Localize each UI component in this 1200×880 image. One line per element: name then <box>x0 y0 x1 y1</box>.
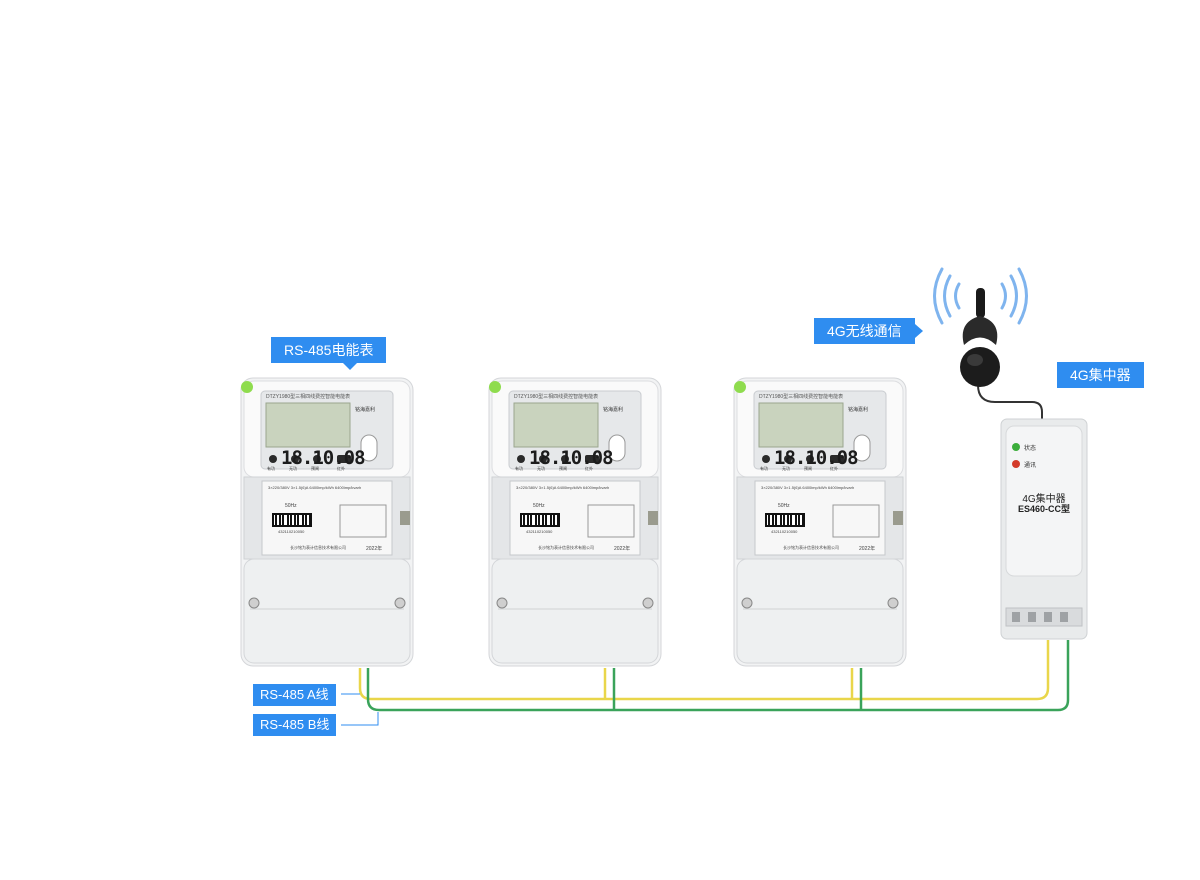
meter-reading: 18.10.08 <box>281 447 366 469</box>
meter-body <box>733 377 907 667</box>
rs485-b-line <box>366 640 1070 712</box>
meter-brand: 铭海嘉利 <box>603 407 624 413</box>
concentrator-title: 4G集中器 <box>1022 494 1066 505</box>
meter-button-label: 无功 <box>289 466 297 471</box>
meter-button-label: 预闸 <box>559 466 567 471</box>
antenna-cable <box>977 384 1043 420</box>
label-rs485-a: RS-485 A线 <box>253 684 336 706</box>
meter-serial: 432110210050 <box>771 529 798 534</box>
meter-frequency: 50Hz <box>778 503 790 509</box>
label-rs485-b: RS-485 B线 <box>253 714 337 736</box>
label-pointer <box>343 363 357 370</box>
energy-meter-2: 18.10.08 DTZY1980型三相四线费控智能电能表 铭海嘉利 3×220… <box>488 377 662 667</box>
label-4g-concentrator-text: 4G集中器 <box>1070 367 1131 383</box>
meter-model-title: DTZY1980型三相四线费控智能电能表 <box>266 394 351 400</box>
meter-button-label: 无功 <box>537 466 545 471</box>
meter-button-label: 无功 <box>782 466 790 471</box>
meter-manufacturer: 长沙铭为表计信息技术有限公司 <box>538 545 594 550</box>
meter-year: 2022年 <box>366 546 383 552</box>
label-pointer <box>914 324 923 338</box>
concentrator-comm-label: 通讯 <box>1024 463 1037 469</box>
meter-frequency: 50Hz <box>285 503 297 509</box>
meter-button-label: 预闸 <box>311 466 319 471</box>
label-rs485-a-text: RS-485 A线 <box>260 687 329 702</box>
label-4g-wireless-text: 4G无线通信 <box>827 323 902 339</box>
meter-button-label: 预闸 <box>804 466 812 471</box>
meter-body <box>488 377 662 667</box>
label-rs485-b-text: RS-485 B线 <box>260 717 330 732</box>
meter-year: 2022年 <box>859 546 876 552</box>
concentrator-model: ES460-CC型 <box>1017 504 1071 514</box>
energy-meter-3: 18.10.08 DTZY1980型三相四线费控智能电能表 铭海嘉利 3×220… <box>733 377 907 667</box>
leader-line-b <box>341 712 379 726</box>
meter-button-label: 红外 <box>337 466 345 471</box>
label-rs485-meter-text: RS-485电能表 <box>284 342 374 358</box>
meter-year: 2022年 <box>614 546 631 552</box>
meter-rating: 3×220/380V 3×1.5(6)A 6400imp/kWh 6400imp… <box>268 485 362 490</box>
meter-lcd-display: 18.10.08 <box>754 409 859 469</box>
meter-model-title: DTZY1980型三相四线费控智能电能表 <box>514 394 599 400</box>
meter-rating: 3×220/380V 3×1.5(6)A 6400imp/kWh 6400imp… <box>761 485 855 490</box>
meter-manufacturer: 长沙铭为表计信息技术有限公司 <box>290 545 346 550</box>
meter-reading: 18.10.08 <box>774 447 859 469</box>
meter-rating: 3×220/380V 3×1.5(6)A 6400imp/kWh 6400imp… <box>516 485 610 490</box>
meter-body <box>240 377 414 667</box>
meter-button-label: 红外 <box>830 466 838 471</box>
concentrator-status-label: 状态 <box>1024 446 1037 452</box>
meter-brand: 铭海嘉利 <box>355 407 376 413</box>
meter-serial: 432110210050 <box>278 529 305 534</box>
meter-brand: 铭海嘉利 <box>848 407 869 413</box>
meter-model-title: DTZY1980型三相四线费控智能电能表 <box>759 394 844 400</box>
antenna-icon <box>933 267 1028 387</box>
label-4g-concentrator: 4G集中器 <box>1057 362 1144 388</box>
energy-meter-1: 18.10.08 DTZY1980型三相四线费控智能电能表 铭海嘉利 3×220… <box>240 377 414 667</box>
label-rs485-meter: RS-485电能表 <box>271 337 387 370</box>
meter-manufacturer: 长沙铭为表计信息技术有限公司 <box>783 545 839 550</box>
label-4g-wireless: 4G无线通信 <box>814 318 923 344</box>
meter-button-label: 有功 <box>267 466 275 471</box>
meter-frequency: 50Hz <box>533 503 545 509</box>
rs485-a-line <box>358 640 1050 701</box>
meter-button-label: 有功 <box>515 466 523 471</box>
meter-lcd-display: 18.10.08 <box>261 409 366 469</box>
concentrator-device: 状态 通讯 4G集中器 ES460-CC型 <box>1000 418 1088 640</box>
meter-serial: 432110210050 <box>526 529 553 534</box>
meter-button-label: 有功 <box>760 466 768 471</box>
meter-button-label: 红外 <box>585 466 593 471</box>
meter-reading: 18.10.08 <box>529 447 614 469</box>
meter-lcd-display: 18.10.08 <box>509 409 614 469</box>
concentrator-body <box>1000 418 1088 640</box>
